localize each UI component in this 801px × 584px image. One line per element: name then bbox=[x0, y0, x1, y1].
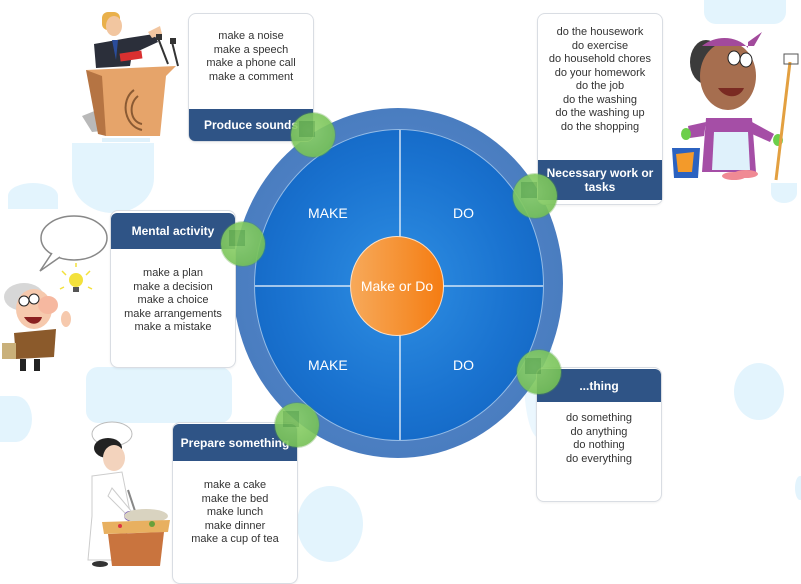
quadrant-label-bottom-left: MAKE bbox=[308, 357, 348, 373]
list-item: do the housework bbox=[556, 26, 644, 38]
background-shape bbox=[0, 396, 32, 442]
list-item: make a noise bbox=[218, 30, 284, 42]
list-item: do your homework bbox=[554, 66, 646, 79]
category-box-thing: ...thing do something do anything do not… bbox=[536, 367, 662, 502]
background-shape bbox=[771, 183, 797, 203]
list-item: make the bed bbox=[201, 492, 269, 505]
connector-dot bbox=[275, 403, 319, 447]
quadrant-label-bottom-right: DO bbox=[453, 357, 474, 373]
list-item: make a mistake bbox=[134, 321, 212, 333]
connector-dot bbox=[513, 174, 557, 218]
professor-illustration bbox=[2, 215, 108, 371]
list-item: make a cake bbox=[203, 479, 267, 491]
center-label: Make or Do bbox=[360, 278, 434, 294]
quadrant-label-top-left: MAKE bbox=[308, 205, 348, 221]
list-item: do the washing up bbox=[555, 107, 645, 119]
category-box-produce-sounds: make a noise make a speech make a phone … bbox=[188, 13, 314, 142]
background-shape bbox=[72, 143, 154, 213]
chef-illustration bbox=[87, 421, 170, 567]
category-title: Mental activity bbox=[111, 213, 235, 249]
list-item: do something bbox=[565, 412, 633, 424]
list-item: make a plan bbox=[143, 267, 203, 279]
quadrant-label-top-right: DO bbox=[453, 205, 474, 221]
list-item: make dinner bbox=[204, 519, 266, 532]
list-item: do household chores bbox=[548, 53, 652, 65]
housekeeper-illustration bbox=[672, 32, 799, 181]
list-item: make a speech bbox=[213, 43, 289, 56]
background-shape bbox=[86, 367, 232, 423]
connector-dot bbox=[291, 113, 335, 157]
background-shape bbox=[297, 486, 363, 562]
category-box-prepare-something: Prepare something make a cake make the b… bbox=[172, 422, 298, 584]
category-box-mental-activity: Mental activity make a plan make a decis… bbox=[110, 210, 236, 368]
background-shape bbox=[704, 0, 786, 24]
category-title: ...thing bbox=[537, 369, 661, 402]
list-item: do nothing bbox=[573, 439, 625, 451]
list-item: make lunch bbox=[206, 506, 264, 518]
list-item: do exercise bbox=[571, 39, 629, 52]
connector-dot bbox=[517, 350, 561, 394]
list-item: do everything bbox=[565, 452, 633, 465]
center-circle: Make or Do bbox=[350, 236, 444, 336]
category-title: Necessary work or tasks bbox=[538, 160, 662, 200]
list-item: do the job bbox=[575, 80, 625, 92]
background-shape bbox=[734, 363, 784, 420]
list-item: do the washing bbox=[563, 93, 637, 106]
list-item: do the shopping bbox=[560, 120, 640, 133]
background-shape bbox=[8, 183, 58, 209]
connector-dot bbox=[221, 222, 265, 266]
list-item: make a decision bbox=[133, 280, 213, 293]
background-shape bbox=[795, 476, 801, 500]
list-item: do anything bbox=[570, 425, 628, 438]
list-item: make a choice bbox=[137, 294, 209, 306]
category-box-necessary-work: do the housework do exercise do househol… bbox=[537, 13, 663, 205]
list-item: make a comment bbox=[208, 70, 294, 83]
speaker-podium-illustration bbox=[82, 12, 179, 142]
list-item: make a cup of tea bbox=[191, 533, 279, 545]
list-item: make arrangements bbox=[124, 307, 222, 320]
list-item: make a phone call bbox=[206, 57, 296, 69]
